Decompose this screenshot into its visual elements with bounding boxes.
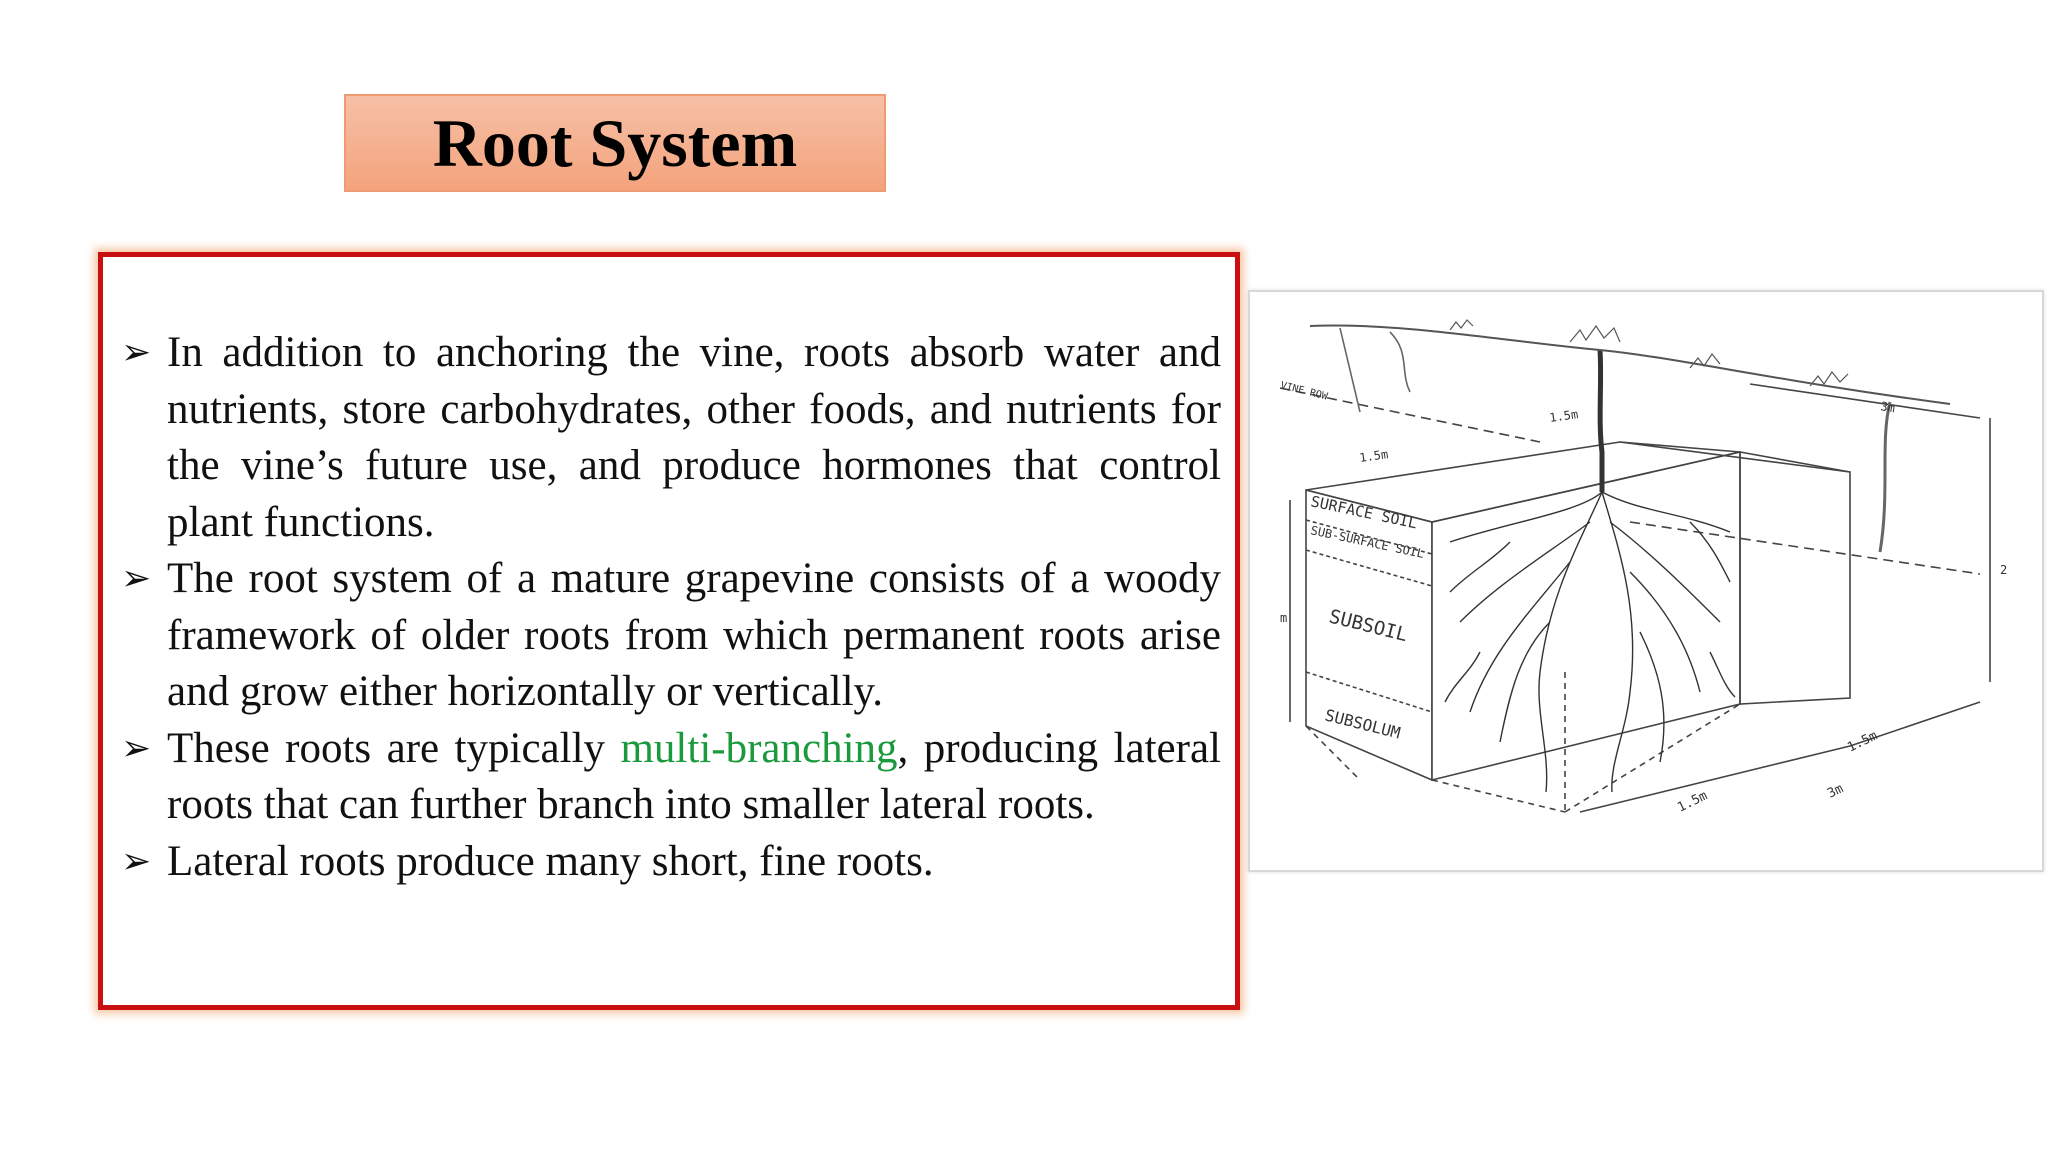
dim-left: m [1280,611,1287,625]
list-item: ➢ These roots are typically multi-branch… [121,721,1221,834]
list-item: ➢ The root system of a mature grapevine … [121,551,1221,721]
dim-bottom-left: 1.5m [1675,788,1710,815]
page-title: Root System [432,104,798,181]
bullet-text: The root system of a mature grapevine co… [167,555,1221,715]
bullet-text: In addition to anchoring the vine, roots… [167,329,1221,546]
subsoil-label: SUBSOIL [1327,606,1410,647]
arrow-right-icon: ➢ [121,558,152,599]
arrow-right-icon: ➢ [121,840,152,882]
bullet-list: ➢ In addition to anchoring the vine, roo… [121,325,1221,890]
dim-top-right: 3m [1879,399,1896,415]
content-panel: ➢ In addition to anchoring the vine, roo… [98,252,1240,1010]
list-item: ➢ Lateral roots produce many short, fine… [121,834,1221,891]
list-item: ➢ In addition to anchoring the vine, roo… [121,325,1221,551]
bullet-text-before: These roots are typically [167,724,621,772]
highlight-term: multi-branching [620,724,898,772]
arrow-right-icon: ➢ [121,332,152,373]
root-system-diagram: SURFACE SOIL SUB-SURFACE SOIL SUBSOIL SU… [1279,319,2007,816]
bullet-text: Lateral roots produce many short, fine r… [167,837,934,885]
root-system-diagram-frame: SURFACE SOIL SUB-SURFACE SOIL SUBSOIL SU… [1248,290,2044,872]
title-banner: Root System [344,94,886,192]
dim-bottom-right-a: 1.5m [1845,728,1880,755]
dim-right: 2 [2000,563,2007,577]
vine-row-label: VINE ROW [1279,380,1329,403]
subsolum-label: SUBSOLUM [1323,705,1402,742]
arrow-right-icon: ➢ [121,727,152,769]
dim-bottom-right-b: 3m [1825,781,1846,801]
bullet-text-after: , producing lateral roots that can furth… [167,724,1221,829]
dim-top-left: 1.5m [1358,447,1389,465]
box-right-face [1739,451,1851,705]
dim-top-mid: 1.5m [1548,407,1579,425]
